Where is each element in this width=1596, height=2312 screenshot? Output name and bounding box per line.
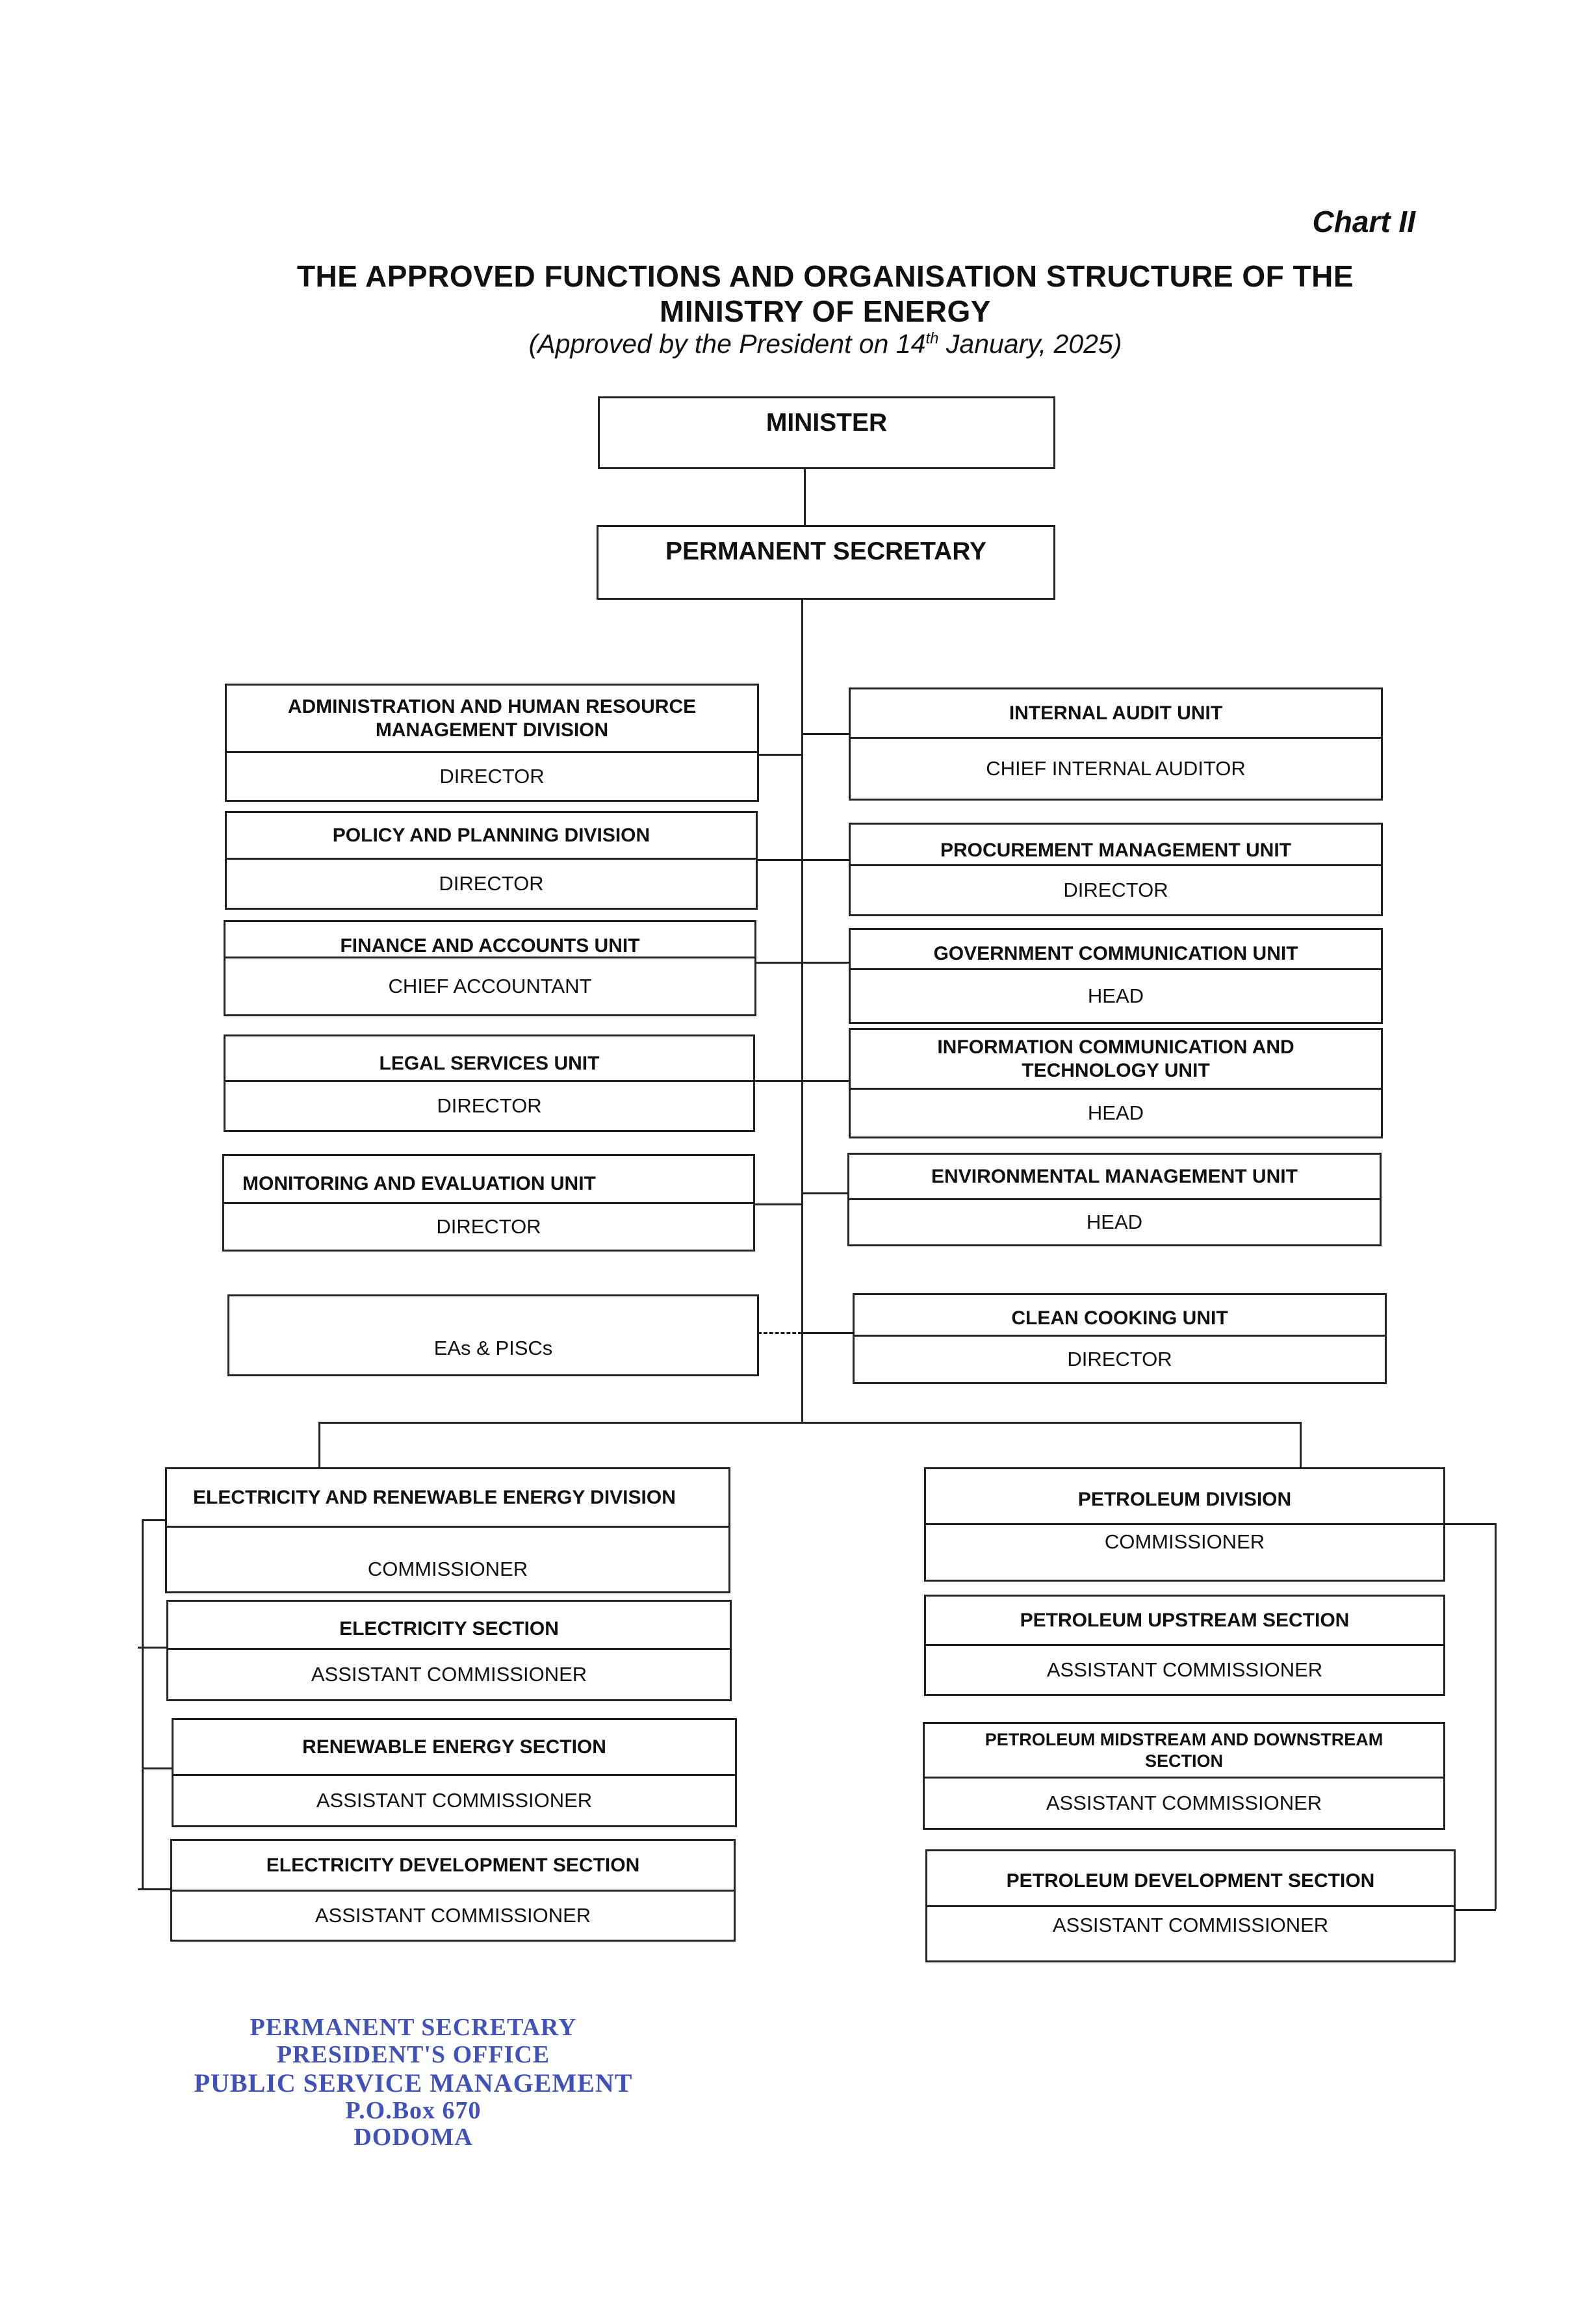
- stamp-line-4: P.O.Box 670: [345, 2096, 482, 2124]
- unit-head: ASSISTANT COMMISSIONER: [1046, 1658, 1323, 1681]
- unit-head: DIRECTOR: [1067, 1348, 1172, 1370]
- unit-head: DIRECTOR: [436, 1215, 541, 1238]
- unit-name: INFORMATION COMMUNICATION AND TECHNOLOGY…: [851, 1030, 1381, 1090]
- unit-head: DIRECTOR: [437, 1094, 542, 1117]
- unit-name: ADMINISTRATION AND HUMAN RESOURCE MANAGE…: [227, 686, 757, 753]
- bracket-tick-1: [142, 1519, 166, 1521]
- unit-head: DIRECTOR: [1063, 879, 1168, 901]
- official-stamp: PERMANENT SECRETARY PRESIDENT'S OFFICE P…: [186, 2014, 641, 2151]
- unit-head: ASSISTANT COMMISSIONER: [1052, 1914, 1329, 1936]
- connector-clean-cooking: [802, 1332, 853, 1334]
- unit-petroleum-division: PETROLEUM DIVISION COMMISSIONER: [924, 1467, 1445, 1582]
- unit-government-communication: GOVERNMENT COMMUNICATION UNIT HEAD: [849, 928, 1383, 1024]
- unit-head: DIRECTOR: [439, 872, 544, 895]
- unit-name: PETROLEUM DIVISION: [926, 1469, 1443, 1525]
- minister-label: MINISTER: [766, 409, 888, 437]
- bracket-tick-3: [142, 1767, 173, 1769]
- unit-name: PETROLEUM UPSTREAM SECTION: [926, 1597, 1443, 1646]
- electricity-bracket-line: [142, 1519, 144, 1890]
- unit-head: HEAD: [1087, 984, 1144, 1007]
- unit-environmental-management: ENVIRONMENTAL MANAGEMENT UNIT HEAD: [847, 1153, 1382, 1246]
- unit-name: PETROLEUM MIDSTREAM AND DOWNSTREAM SECTI…: [925, 1724, 1443, 1779]
- unit-electricity-renewable-division: ELECTRICITY AND RENEWABLE ENERGY DIVISIO…: [165, 1467, 730, 1593]
- minister-box: MINISTER: [598, 396, 1055, 469]
- connector-right-5: [802, 1192, 849, 1194]
- unit-head: DIRECTOR: [439, 765, 545, 788]
- eas-piscs-label: EAs & PISCs: [433, 1337, 553, 1359]
- unit-head: HEAD: [1086, 1211, 1143, 1233]
- unit-head: ASSISTANT COMMISSIONER: [316, 1789, 593, 1812]
- unit-name: GOVERNMENT COMMUNICATION UNIT: [851, 930, 1381, 970]
- box-eas-piscs: EAs & PISCs: [227, 1294, 759, 1376]
- unit-procurement: PROCUREMENT MANAGEMENT UNIT DIRECTOR: [849, 823, 1383, 916]
- connector-row-4: [755, 1080, 849, 1082]
- connector-electricity-division: [318, 1422, 320, 1471]
- unit-electricity-development-section: ELECTRICITY DEVELOPMENT SECTION ASSISTAN…: [170, 1839, 736, 1942]
- unit-name: ELECTRICITY DEVELOPMENT SECTION: [172, 1841, 734, 1892]
- unit-head: COMMISSIONER: [367, 1558, 528, 1580]
- subtitle-pre: (Approved by the President on 14: [528, 329, 926, 359]
- petroleum-bracket-line: [1495, 1523, 1497, 1909]
- unit-name: FINANCE AND ACCOUNTS UNIT: [225, 922, 754, 958]
- subtitle-sup: th: [925, 329, 939, 348]
- unit-head: ASSISTANT COMMISSIONER: [315, 1904, 591, 1927]
- unit-internal-audit: INTERNAL AUDIT UNIT CHIEF INTERNAL AUDIT…: [849, 687, 1383, 801]
- unit-petroleum-midstream-downstream-section: PETROLEUM MIDSTREAM AND DOWNSTREAM SECTI…: [923, 1722, 1445, 1830]
- unit-name: ENVIRONMENTAL MANAGEMENT UNIT: [849, 1155, 1380, 1200]
- connector-left-5: [754, 1203, 802, 1205]
- petroleum-tick-2: [1456, 1909, 1496, 1911]
- unit-name: MONITORING AND EVALUATION UNIT: [224, 1156, 753, 1204]
- unit-policy-planning: POLICY AND PLANNING DIVISION DIRECTOR: [225, 811, 758, 910]
- permanent-secretary-label: PERMANENT SECRETARY: [665, 537, 987, 565]
- unit-name: LEGAL SERVICES UNIT: [225, 1036, 753, 1082]
- unit-name: ELECTRICITY AND RENEWABLE ENERGY DIVISIO…: [167, 1469, 728, 1528]
- connector-row-3: [756, 962, 849, 964]
- divisions-branch-line: [318, 1422, 1301, 1424]
- connector-eas-dashed: [758, 1332, 802, 1334]
- unit-head: ASSISTANT COMMISSIONER: [311, 1663, 587, 1686]
- chart-label: Chart II: [1312, 205, 1415, 238]
- stamp-line-1: PERMANENT SECRETARY: [250, 2014, 577, 2041]
- unit-finance-accounts: FINANCE AND ACCOUNTS UNIT CHIEF ACCOUNTA…: [224, 920, 756, 1016]
- unit-head: COMMISSIONER: [1104, 1530, 1265, 1553]
- stamp-line-5: DODOMA: [354, 2124, 473, 2151]
- unit-name: RENEWABLE ENERGY SECTION: [174, 1720, 735, 1776]
- approval-subtitle: (Approved by the President on 14th Janua…: [0, 329, 1596, 359]
- subtitle-post: January, 2025): [938, 329, 1122, 359]
- unit-name: CLEAN COOKING UNIT: [855, 1295, 1385, 1337]
- connector-left-1: [759, 754, 803, 756]
- unit-name: INTERNAL AUDIT UNIT: [851, 689, 1381, 739]
- petroleum-tick-1: [1444, 1523, 1496, 1525]
- unit-head: ASSISTANT COMMISSIONER: [1046, 1792, 1322, 1814]
- unit-petroleum-development-section: PETROLEUM DEVELOPMENT SECTION ASSISTANT …: [925, 1849, 1456, 1962]
- unit-electricity-section: ELECTRICITY SECTION ASSISTANT COMMISSION…: [166, 1600, 732, 1701]
- stamp-line-2: PRESIDENT'S OFFICE: [276, 2040, 550, 2068]
- unit-head: CHIEF INTERNAL AUDITOR: [986, 757, 1246, 780]
- bracket-tick-2: [138, 1647, 169, 1649]
- unit-ict: INFORMATION COMMUNICATION AND TECHNOLOGY…: [849, 1028, 1383, 1138]
- unit-admin-hr: ADMINISTRATION AND HUMAN RESOURCE MANAGE…: [225, 684, 759, 802]
- main-spine-line: [801, 600, 803, 1422]
- unit-petroleum-upstream-section: PETROLEUM UPSTREAM SECTION ASSISTANT COM…: [924, 1595, 1445, 1696]
- connector-minister-ps: [804, 469, 806, 526]
- unit-name: POLICY AND PLANNING DIVISION: [227, 813, 756, 860]
- bracket-tick-4: [138, 1888, 170, 1890]
- connector-right-1: [803, 733, 849, 735]
- unit-clean-cooking: CLEAN COOKING UNIT DIRECTOR: [853, 1293, 1387, 1384]
- page-title-line1: THE APPROVED FUNCTIONS AND ORGANISATION …: [296, 259, 1354, 293]
- unit-renewable-energy-section: RENEWABLE ENERGY SECTION ASSISTANT COMMI…: [172, 1718, 737, 1827]
- unit-name: PROCUREMENT MANAGEMENT UNIT: [851, 825, 1381, 866]
- unit-head: HEAD: [1087, 1101, 1144, 1124]
- unit-monitoring-evaluation: MONITORING AND EVALUATION UNIT DIRECTOR: [222, 1154, 755, 1252]
- unit-name: ELECTRICITY SECTION: [168, 1602, 730, 1650]
- permanent-secretary-box: PERMANENT SECRETARY: [597, 525, 1055, 600]
- unit-name: PETROLEUM DEVELOPMENT SECTION: [927, 1851, 1454, 1907]
- unit-head: CHIEF ACCOUNTANT: [388, 975, 592, 997]
- unit-legal-services: LEGAL SERVICES UNIT DIRECTOR: [224, 1034, 755, 1132]
- connector-petroleum-division: [1300, 1422, 1302, 1471]
- stamp-line-3: PUBLIC SERVICE MANAGEMENT: [194, 2068, 633, 2098]
- connector-row-2: [758, 859, 849, 861]
- page-title-line2: MINISTRY OF ENERGY: [660, 294, 991, 328]
